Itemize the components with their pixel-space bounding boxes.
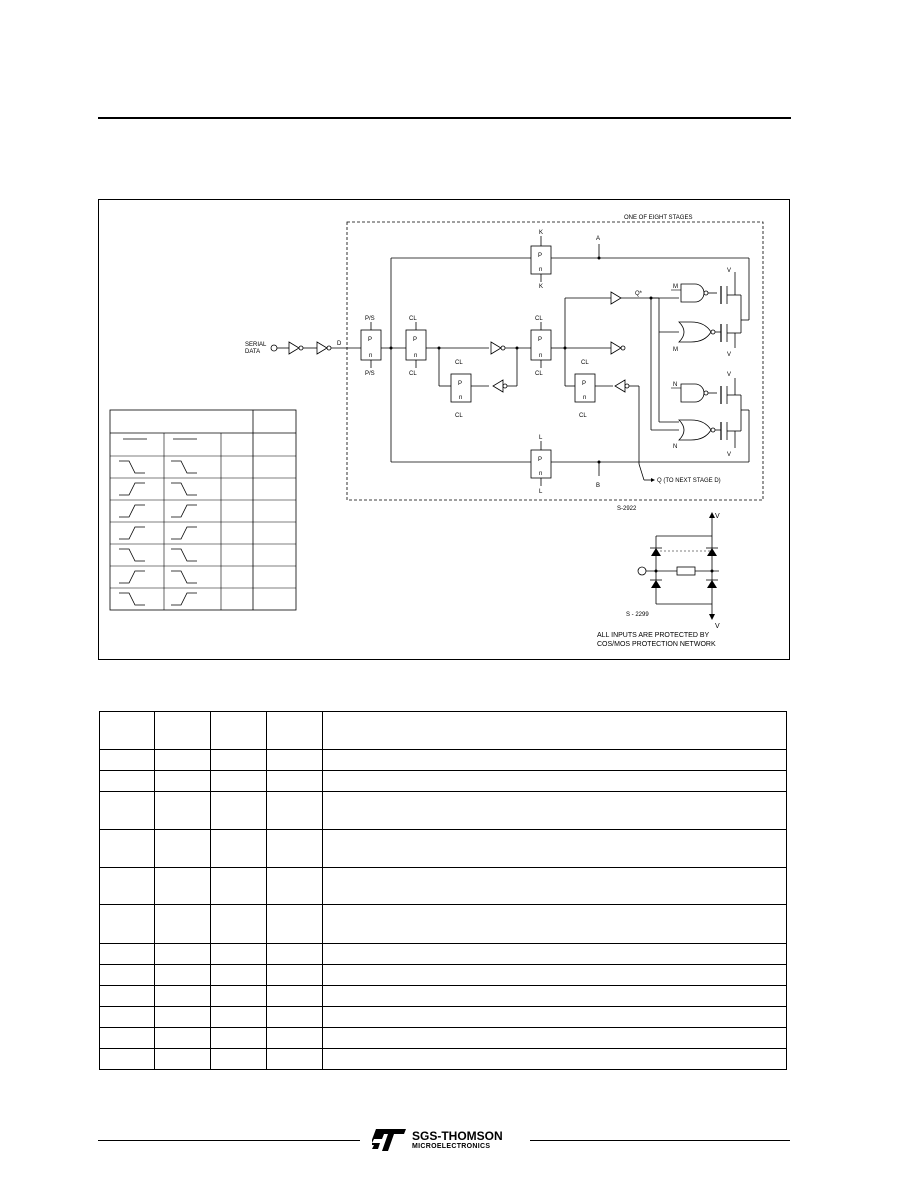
table-row [99,1026,787,1049]
table-row [99,710,787,751]
svg-text:P: P [413,337,417,343]
diode-icon [651,580,661,588]
inverter-icon [288,341,300,355]
svg-text:V: V [715,513,720,520]
svg-text:Q*: Q* [635,291,643,297]
svg-text:CL: CL [455,360,463,366]
svg-text:A: A [596,236,600,242]
svg-text:n: n [459,395,462,401]
table-row [99,791,787,831]
svg-text:M: M [673,347,678,353]
table-row [99,829,787,869]
svg-text:P: P [368,337,372,343]
svg-text:P: P [582,381,586,387]
d-label: D [337,341,342,347]
serial-data-label-2: DATA [245,349,260,355]
resistor-icon [676,566,696,576]
nand-gate-icon [680,283,705,303]
svg-text:CL: CL [535,371,543,377]
logic-diagram: ONE OF EIGHT STAGES SERIAL DATA D P n P/… [109,215,764,648]
svg-text:K: K [539,284,543,290]
svg-text:n: n [539,267,542,273]
footer-rule-left [98,1140,360,1141]
inverter-icon [492,379,504,393]
svg-text:n: n [539,471,542,477]
protection-note-2: COS/MOS PROTECTION NETWORK [597,641,716,648]
figure-id-2: S - 2299 [626,612,649,618]
serial-input-terminal [270,344,278,352]
svg-text:P/S: P/S [365,316,375,322]
inverter-icon [316,341,328,355]
svg-text:P: P [538,337,542,343]
q-next-label: Q (TO NEXT STAGE D) [657,478,721,484]
table-row [99,1047,787,1071]
protection-network: V V S - 2299 ALL INPUTS ARE PROTECTED BY [597,512,720,648]
footer-rule-right [530,1140,790,1141]
clm-feedback-gate [450,373,472,403]
svg-text:n: n [539,353,542,359]
svg-text:P/S: P/S [365,371,375,377]
input-terminal [637,566,647,576]
protection-note-1: ALL INPUTS ARE PROTECTED BY [597,632,709,639]
svg-text:M: M [673,284,678,290]
svg-text:CL: CL [409,371,417,377]
svg-text:L: L [539,435,543,441]
table-row [99,749,787,772]
svg-text:n: n [414,353,417,359]
table-row [99,867,787,906]
diode-icon [707,548,717,556]
brand-logo: SGS-THOMSON MICROELECTRONICS [372,1127,522,1155]
nor-gate-icon [678,321,712,343]
figure-id-1: S-2922 [617,506,637,512]
pin-table [99,710,787,1071]
svg-text:N: N [673,382,677,388]
svg-text:CL: CL [409,316,417,322]
serial-data-label: SERIAL [245,342,267,348]
table-row [99,963,787,986]
svg-text:B: B [596,483,600,489]
svg-text:N: N [673,444,677,450]
table-row [99,942,787,965]
inverter-icon [610,341,622,355]
svg-text:P: P [458,381,462,387]
brand-name: SGS-THOMSON [412,1129,503,1143]
st-logo-icon [372,1129,406,1151]
nor-gate-icon [678,419,712,441]
table-row [99,770,787,793]
cls-feedback-gate [574,373,596,403]
inverter-icon [490,341,502,355]
svg-text:V: V [727,452,731,458]
svg-text:V: V [715,623,720,630]
svg-text:CL: CL [455,413,463,419]
table-row [99,984,787,1007]
nand-gate-icon [680,383,705,403]
waveform-truth-table [109,409,297,611]
table-row [99,1005,787,1028]
table-row [99,904,787,944]
stage-boundary [346,221,764,501]
svg-text:P: P [538,457,542,463]
svg-text:V: V [727,268,731,274]
svg-text:V: V [727,372,731,378]
svg-text:CL: CL [579,413,587,419]
buffer-icon [610,291,622,305]
stage-caption: ONE OF EIGHT STAGES [624,215,692,221]
logic-diagram-figure: ONE OF EIGHT STAGES SERIAL DATA D P n P/… [98,199,790,660]
svg-text:P: P [538,253,542,259]
svg-text:L: L [539,489,543,495]
brand-sub: MICROELECTRONICS [412,1143,491,1150]
svg-text:CL: CL [535,316,543,322]
svg-text:n: n [583,395,586,401]
svg-text:V: V [727,352,731,358]
inverter-icon [614,379,626,393]
diode-icon [651,548,661,556]
diode-icon [707,580,717,588]
svg-text:K: K [539,230,543,236]
svg-text:CL: CL [581,360,589,366]
svg-text:n: n [369,353,372,359]
top-rule [98,117,791,119]
